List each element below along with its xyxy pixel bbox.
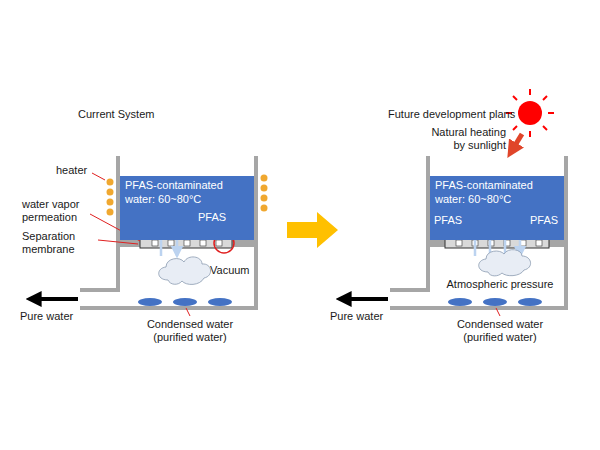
condensed-water-drops [138,298,232,306]
water-label: PFAS-contaminated water: 60~80°C [430,176,564,210]
vacuum-cloud [159,257,211,285]
part-label: Condensed water (purified water) [140,318,240,344]
membrane-pores [152,240,222,246]
substance-label: PFAS [530,214,562,227]
tank-wall [428,156,566,246]
leader-line [186,308,190,316]
tank-wall [118,156,256,246]
substance-label: PFAS [198,211,238,224]
membrane-holder [118,240,256,247]
leader-line [98,240,138,244]
part-label: water vapor permeation [22,198,94,224]
part-label: Condensed water (purified water) [450,318,550,344]
leader-line [92,173,105,180]
part-label: Separation membrane [22,230,94,256]
sunlight-arrow [511,134,522,152]
air-cloud [479,250,531,276]
condensed-water-drops [448,298,542,306]
right-apparatus [342,89,566,316]
note-label: Natural heating by sunlight [418,126,506,152]
condition-label: Atmospheric pressure [440,278,560,291]
part-label: heater [56,164,96,177]
chamber-wall [390,246,566,308]
panel-title: Future development plans [388,108,548,121]
condition-label: Vacuum [210,264,254,277]
output-label: Pure water [20,310,90,323]
membrane-pores [456,240,542,246]
chamber-wall [80,246,256,308]
leader-line [496,308,500,316]
transition-arrow [287,212,338,248]
panel-title: Current System [78,108,198,121]
contaminated-water: PFAS-contaminated water: 60~80°C [120,176,254,240]
pure-water-arrow [32,297,78,301]
contaminated-water: PFAS-contaminated water: 60~80°C [430,176,564,240]
output-label: Pure water [330,310,400,323]
water-label: PFAS-contaminated water: 60~80°C [120,176,254,210]
pure-water-arrow [342,297,388,301]
substance-label: PFAS [434,214,466,227]
